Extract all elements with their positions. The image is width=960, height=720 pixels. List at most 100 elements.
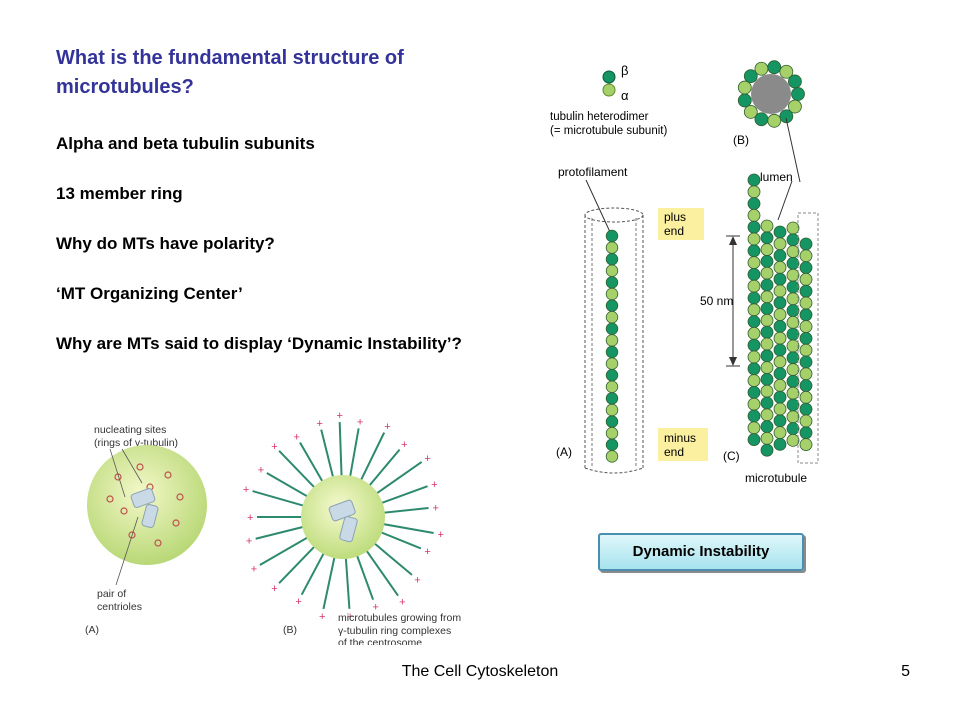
tubulin-subunit bbox=[605, 264, 619, 278]
tubulin-subunit bbox=[605, 276, 619, 289]
nucleating-pointer-2 bbox=[121, 448, 143, 484]
page-number: 5 bbox=[901, 663, 910, 680]
bullet-item: ‘MT Organizing Center’ bbox=[56, 284, 243, 303]
tubulin-subunit bbox=[605, 322, 619, 336]
tubulin-subunit bbox=[786, 363, 800, 377]
plus-end-sign: + bbox=[271, 441, 277, 453]
tubulin-subunit bbox=[747, 362, 761, 376]
tubulin-subunit bbox=[747, 409, 761, 423]
tubulin-subunit bbox=[773, 284, 787, 298]
gamma-ring-icon bbox=[136, 463, 144, 471]
tubulin-subunit bbox=[760, 266, 774, 280]
plus-end-sign: + bbox=[399, 596, 405, 608]
centriole-pointer bbox=[115, 516, 139, 586]
tubulin-subunit bbox=[747, 326, 761, 340]
tubulin-subunit bbox=[760, 219, 774, 233]
tubulin-subunit bbox=[788, 99, 802, 114]
tubulin-subunit bbox=[786, 256, 800, 270]
tubulin-subunit bbox=[747, 208, 761, 222]
tubulin-subunit bbox=[605, 334, 619, 347]
plus-end-sign: + bbox=[414, 574, 420, 586]
tubulin-subunit bbox=[605, 287, 619, 301]
bullet-item: Why are MTs said to display ‘Dynamic Ins… bbox=[56, 334, 462, 353]
tubulin-subunit bbox=[605, 369, 619, 382]
tubulin-subunit bbox=[799, 331, 813, 345]
tubulin-subunit bbox=[747, 433, 761, 447]
tubulin-subunit bbox=[773, 437, 787, 451]
tubulin-subunit bbox=[747, 197, 761, 211]
tubulin-subunit bbox=[799, 249, 813, 263]
plus-end-sign: + bbox=[319, 611, 325, 623]
tubulin-subunit bbox=[779, 64, 794, 79]
bullet-item: Alpha and beta tubulin subunits bbox=[56, 134, 315, 153]
tubulin-subunit bbox=[799, 367, 813, 381]
microtubule-label: microtubule bbox=[745, 471, 807, 485]
dynamic-instability-button[interactable]: Dynamic Instability bbox=[598, 533, 804, 571]
lattice-outline bbox=[797, 212, 819, 464]
plus-end-sign: + bbox=[372, 601, 378, 613]
protofilament-label: protofilament bbox=[558, 165, 628, 179]
microtubule-structure-figure: β α tubulin heterodimer (= microtubule s… bbox=[550, 60, 819, 485]
dimension-label: 50 nm bbox=[700, 294, 733, 308]
tubulin-subunit bbox=[773, 414, 787, 428]
tubulin-subunit bbox=[760, 313, 774, 327]
tubulin-subunit bbox=[747, 279, 761, 293]
gamma-ring-icon bbox=[172, 519, 180, 527]
tubulin-subunit bbox=[799, 390, 813, 404]
tubulin-subunit bbox=[786, 221, 800, 235]
tubulin-subunit bbox=[605, 380, 619, 394]
minus-end-sublabel: end bbox=[664, 445, 684, 459]
tubulin-subunit bbox=[799, 343, 813, 357]
tubulin-subunit bbox=[754, 112, 769, 127]
bullet-item: 13 member ring bbox=[56, 184, 183, 203]
plus-end-sign: + bbox=[357, 416, 363, 428]
tubulin-subunit bbox=[786, 410, 800, 424]
alpha-label: α bbox=[621, 88, 629, 103]
gamma-ring-icon bbox=[128, 531, 136, 539]
tubulin-subunit bbox=[799, 426, 813, 440]
plus-end-sign: + bbox=[317, 418, 323, 430]
tubulin-subunit bbox=[747, 338, 761, 352]
tubulin-subunit bbox=[799, 320, 813, 334]
tubulin-subunit bbox=[747, 220, 761, 234]
tubulin-subunit bbox=[737, 80, 752, 95]
tubulin-subunit bbox=[773, 296, 787, 310]
slide-title: What is the fundamental structure of mic… bbox=[56, 47, 404, 98]
tubulin-subunit bbox=[773, 260, 787, 274]
tubulin-subunit bbox=[760, 408, 774, 422]
tubulin-subunit bbox=[605, 299, 619, 312]
tubulin-subunit bbox=[605, 438, 619, 452]
panel-b-label: (B) bbox=[733, 133, 749, 147]
beta-tubulin-icon bbox=[602, 70, 616, 84]
tubulin-subunit bbox=[760, 372, 774, 386]
panel-a-label: (A) bbox=[556, 445, 572, 459]
growing-label: microtubules growing from bbox=[338, 612, 461, 624]
tubulin-subunit bbox=[788, 74, 802, 89]
tubulin-subunit bbox=[760, 420, 774, 434]
tubulin-subunit bbox=[799, 272, 813, 286]
tubulin-subunit bbox=[760, 443, 774, 457]
tubulin-subunit bbox=[760, 431, 774, 445]
tubulin-subunit bbox=[786, 422, 800, 436]
tubulin-subunit bbox=[743, 105, 758, 119]
lumen-pointer-lower bbox=[777, 180, 793, 221]
tubulin-subunit bbox=[799, 414, 813, 428]
plus-end-sign: + bbox=[243, 484, 249, 496]
tubulin-subunit bbox=[773, 367, 787, 381]
tubulin-subunit bbox=[760, 290, 774, 304]
plus-end-sign: + bbox=[424, 453, 430, 465]
plus-end-box bbox=[658, 208, 704, 240]
plus-end-sign: + bbox=[384, 421, 390, 433]
tubulin-subunit bbox=[773, 355, 787, 369]
tubulin-subunit bbox=[799, 438, 813, 452]
tubulin-subunit bbox=[760, 302, 774, 316]
plus-end-sign: + bbox=[347, 611, 353, 623]
tubulin-subunit bbox=[773, 272, 787, 286]
beta-label: β bbox=[621, 63, 628, 78]
tubulin-subunit bbox=[786, 304, 800, 318]
nucleating-sites-label: nucleating sites bbox=[94, 424, 166, 436]
centriole-pair-b bbox=[328, 499, 358, 543]
tubulin-subunit bbox=[760, 243, 774, 257]
tubulin-subunit bbox=[773, 319, 787, 333]
plus-end-sign: + bbox=[246, 535, 252, 547]
